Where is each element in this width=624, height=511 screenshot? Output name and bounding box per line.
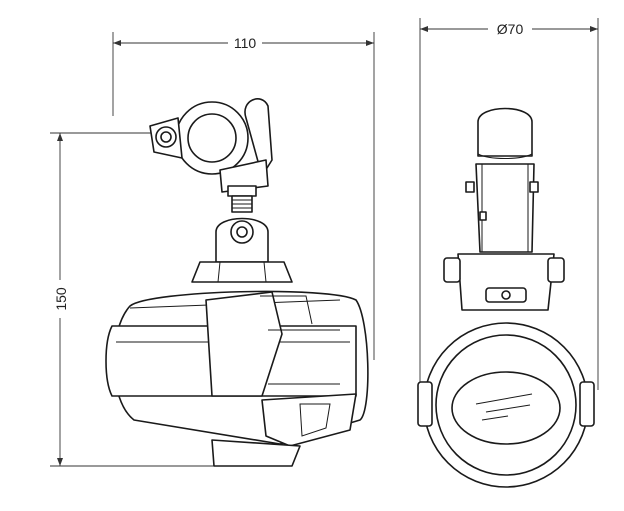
width-label: 110 (234, 35, 257, 51)
diameter-label: Ø70 (497, 21, 524, 37)
front-lamp-head (417, 322, 595, 488)
side-lamp-body (105, 290, 369, 467)
width-dimension: 110 (112, 32, 375, 360)
height-label: 150 (53, 287, 69, 311)
front-view (417, 107, 595, 488)
side-clamp (149, 98, 273, 193)
front-clamp (465, 107, 539, 253)
height-dimension: 150 (50, 132, 215, 467)
front-bracket (443, 253, 565, 311)
side-stem (191, 185, 293, 283)
diameter-dimension: Ø70 (419, 18, 599, 390)
side-view (105, 98, 369, 467)
